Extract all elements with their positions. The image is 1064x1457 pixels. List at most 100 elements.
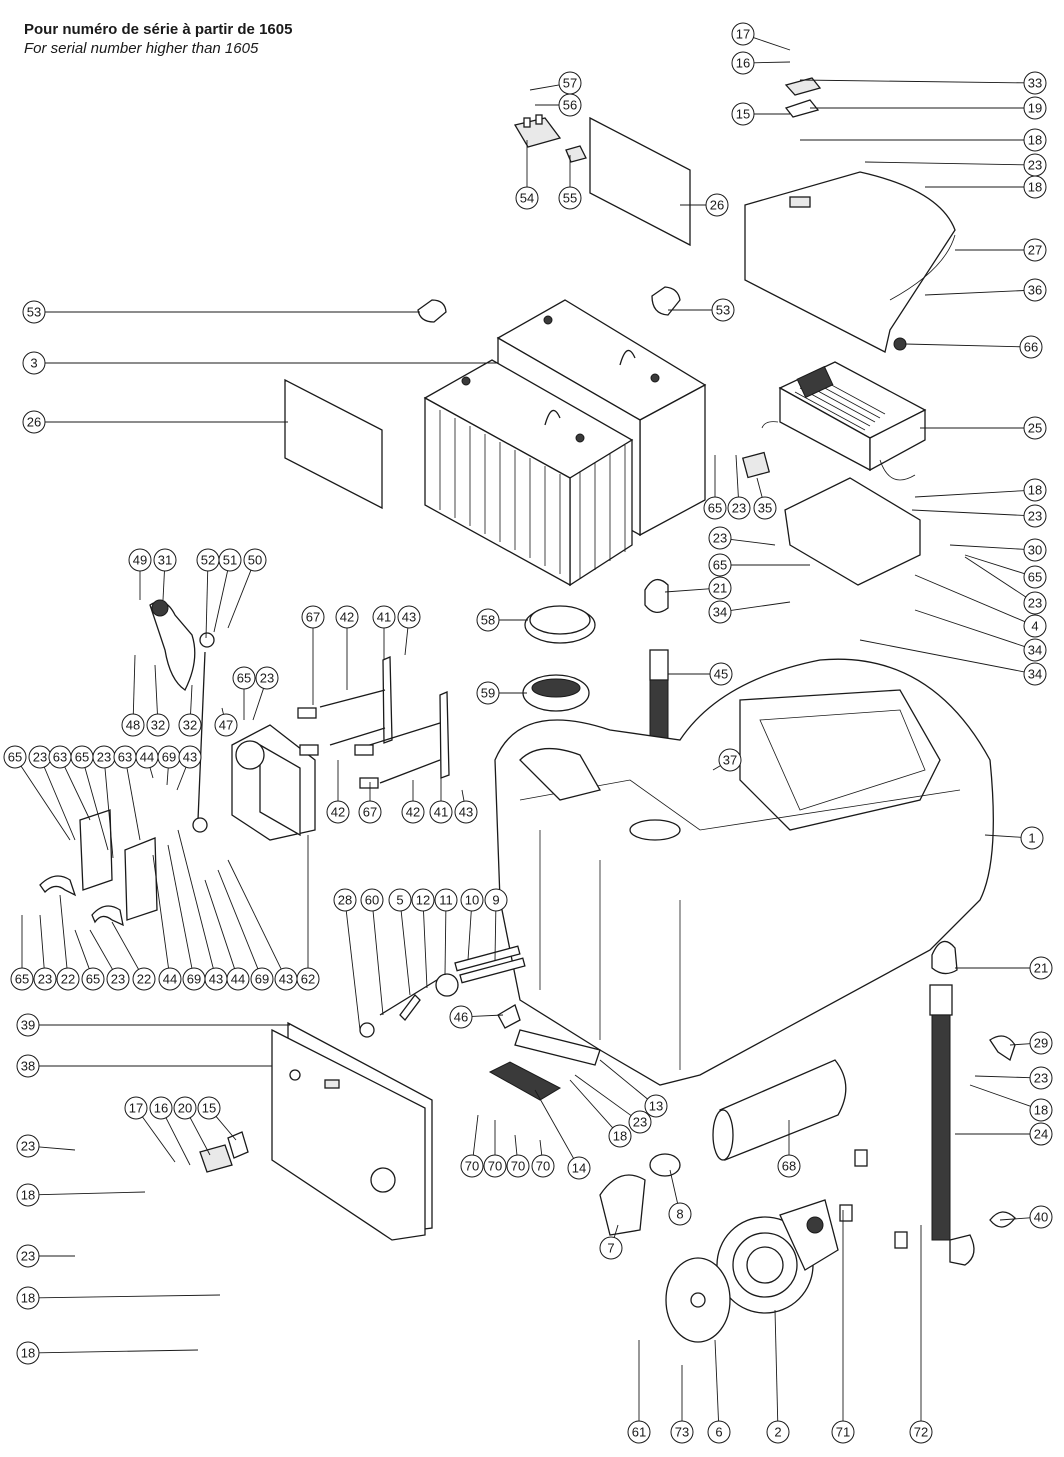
callout-10: 10 <box>460 888 484 912</box>
callout-number: 67 <box>363 805 377 820</box>
leader-line-c70a <box>472 1114 479 1156</box>
callout-number: 34 <box>1028 643 1042 658</box>
callout-number: 10 <box>465 893 479 908</box>
callout-number: 13 <box>649 1099 663 1114</box>
leader-line-c17a <box>753 37 791 51</box>
callout-number: 69 <box>255 972 269 987</box>
callout-25: 25 <box>1023 416 1047 440</box>
callout-bubble <box>718 748 742 772</box>
callout-18: 18 <box>1023 478 1047 502</box>
callout-bubble <box>214 713 238 737</box>
intake-elbow-7 <box>599 1174 646 1236</box>
clamp-8 <box>649 1153 681 1177</box>
callout-number: 11 <box>439 893 453 908</box>
callout-18: 18 <box>16 1286 40 1310</box>
callout-bubble <box>1029 1031 1053 1055</box>
callout-43: 43 <box>178 745 202 769</box>
callout-50: 50 <box>243 548 267 572</box>
callout-number: 47 <box>219 718 233 733</box>
callout-bubble <box>81 967 105 991</box>
leader-line-c44b <box>152 854 169 969</box>
callout-bubble <box>132 967 156 991</box>
callout-bubble <box>333 888 357 912</box>
callout-number: 21 <box>713 581 727 596</box>
handle-21-bottom <box>931 940 958 975</box>
callout-bubble <box>1023 591 1047 615</box>
leader-line-c21a <box>664 588 710 593</box>
callout-number: 65 <box>75 750 89 765</box>
callout-number: 24 <box>1034 1127 1048 1142</box>
callout-number: 42 <box>340 610 354 625</box>
leader-line-c20 <box>189 1117 211 1156</box>
callout-number: 66 <box>1024 340 1038 355</box>
callout-34: 34 <box>708 600 732 624</box>
callout-bubble <box>476 681 500 705</box>
callout-21: 21 <box>1029 956 1053 980</box>
callout-bubble <box>483 1154 507 1178</box>
leader-line-c46 <box>471 1014 504 1017</box>
callout-bubble <box>401 800 425 824</box>
callout-number: 72 <box>914 1425 928 1440</box>
plate-15 <box>227 1131 249 1159</box>
foam-cylinder <box>712 1059 847 1161</box>
callout-number: 26 <box>27 415 41 430</box>
leader-line-c70c <box>514 1134 518 1156</box>
recovery-tank-body <box>494 658 994 1086</box>
callout-bubble <box>766 1420 790 1444</box>
leader-line-c23k <box>974 1075 1031 1079</box>
callout-23: 23 <box>33 967 57 991</box>
callout-number: 18 <box>1028 483 1042 498</box>
callout-18: 18 <box>1023 175 1047 199</box>
leader-line-c18d <box>969 1084 1031 1107</box>
drain-hose <box>929 984 1016 1266</box>
vacuum-motor <box>716 1199 839 1314</box>
callout-number: 20 <box>178 1101 192 1116</box>
callout-bubble <box>3 745 27 769</box>
callout-bubble <box>429 800 453 824</box>
callout-number: 29 <box>1034 1036 1048 1051</box>
callout-bubble <box>158 967 182 991</box>
callout-number: 68 <box>782 1159 796 1174</box>
callout-number: 18 <box>1028 133 1042 148</box>
callout-number: 44 <box>140 750 154 765</box>
callout-number: 48 <box>126 718 140 733</box>
callout-number: 23 <box>1028 596 1042 611</box>
callout-number: 16 <box>736 56 750 71</box>
callout-22: 22 <box>132 967 156 991</box>
leader-line-c33 <box>799 79 1025 84</box>
leader-line-c31 <box>162 570 165 601</box>
callout-57: 57 <box>558 71 582 95</box>
rods <box>297 689 441 789</box>
callout-bubble <box>372 605 396 629</box>
callout-bubble <box>149 1096 173 1120</box>
callout-16: 16 <box>731 51 755 75</box>
callout-41: 41 <box>429 800 453 824</box>
callout-bubble <box>218 548 242 572</box>
callout-bubble <box>1023 416 1047 440</box>
callout-number: 70 <box>465 1159 479 1174</box>
leader-line-c44c <box>204 879 235 969</box>
callout-number: 52 <box>201 553 215 568</box>
callout-29: 29 <box>1029 1031 1053 1055</box>
callout-number: 55 <box>563 191 577 206</box>
callout-24: 24 <box>1029 1122 1053 1146</box>
callout-bubble <box>301 605 325 629</box>
callout-43: 43 <box>397 605 421 629</box>
callout-number: 41 <box>377 610 391 625</box>
leader-line-c17b <box>142 1116 176 1163</box>
switch-block <box>513 114 587 163</box>
callout-number: 18 <box>613 1129 627 1144</box>
leader-line-c18c <box>914 490 1025 498</box>
callout-36: 36 <box>1023 278 1047 302</box>
callout-bubble <box>360 888 384 912</box>
leader-line-c2 <box>774 1309 779 1422</box>
leader-line-c63b <box>126 767 141 841</box>
leader-line-c43a <box>404 627 409 656</box>
callout-bubble <box>628 1110 652 1134</box>
battery-plate-left <box>284 378 383 510</box>
callout-13: 13 <box>644 1094 668 1118</box>
leader-line-c34a <box>730 601 791 611</box>
callout-bubble <box>454 800 478 824</box>
callout-bubble <box>1029 1205 1053 1229</box>
callout-number: 23 <box>97 750 111 765</box>
